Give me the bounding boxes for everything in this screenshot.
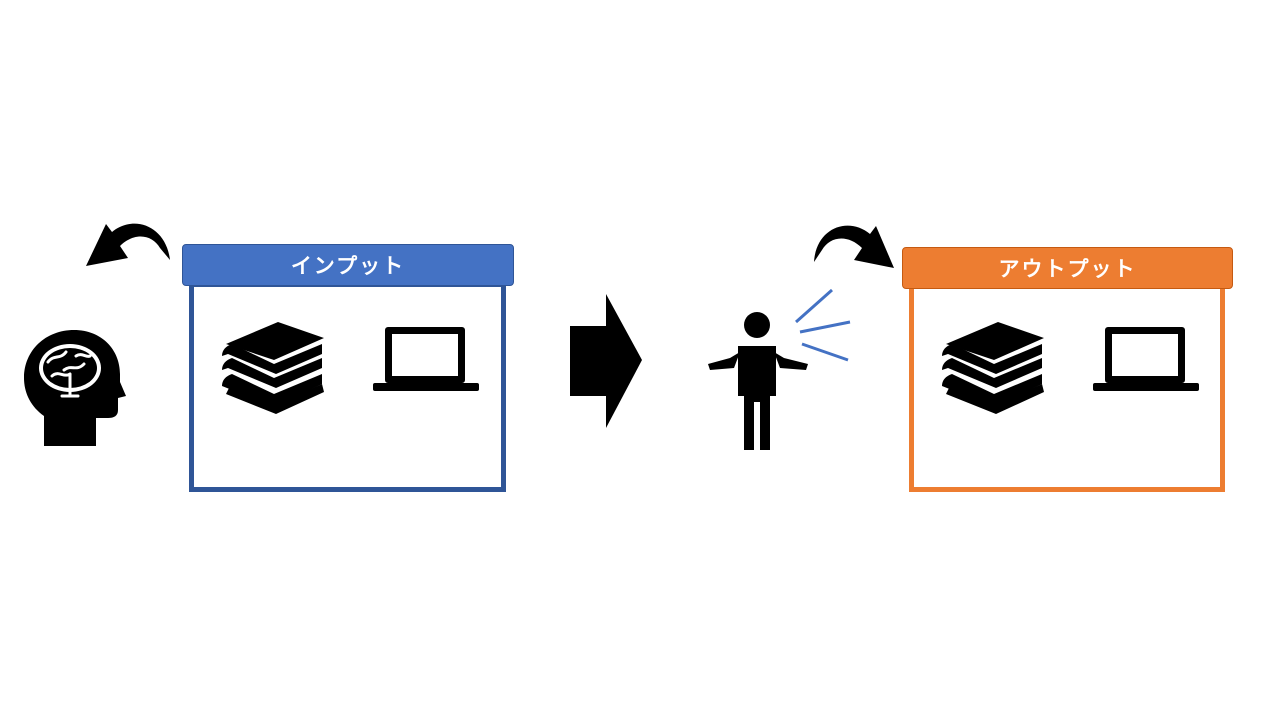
person-speaking-icon: [708, 312, 808, 450]
speech-lines: [795, 288, 851, 362]
books-icon: [942, 322, 1044, 414]
input-panel-title: インプット: [182, 244, 514, 286]
books-icon: [222, 322, 324, 414]
right-arrow-icon: [570, 294, 642, 428]
laptop-icon: [1093, 327, 1199, 391]
curved-arrow-right-icon: [814, 225, 894, 268]
curved-arrow-left-icon: [86, 223, 170, 266]
laptop-icon: [373, 327, 479, 391]
brain-head-icon: [24, 330, 126, 446]
output-panel-title: アウトプット: [902, 247, 1233, 289]
